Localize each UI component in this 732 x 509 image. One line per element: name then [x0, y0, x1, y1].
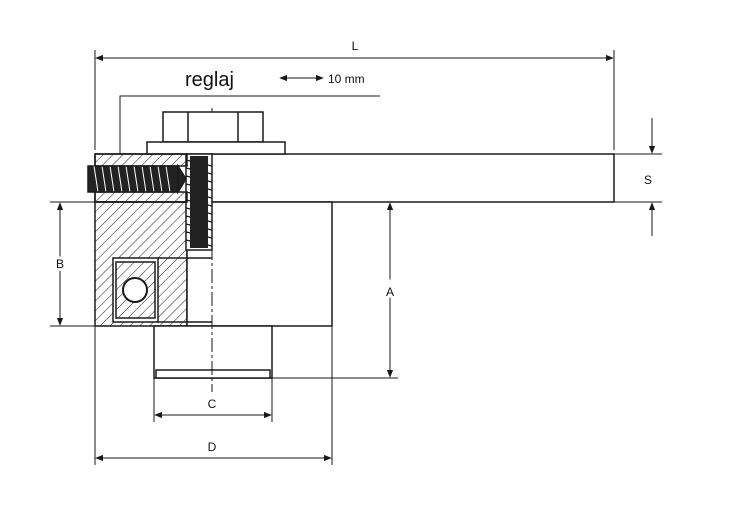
clamp-block-lower [94, 191, 188, 203]
clamp-block [94, 153, 188, 167]
adjust-leader [119, 95, 380, 154]
hex-nut [162, 111, 264, 143]
label-C: C [208, 397, 217, 411]
label-travel: 10 mm [328, 72, 365, 86]
washer [146, 141, 286, 155]
label-adjust: reglaj [185, 69, 234, 91]
label-D: D [208, 440, 217, 454]
adjusting-screw-thread [93, 165, 171, 193]
roller-chamfer [155, 369, 271, 379]
bolt-thread-core [190, 156, 208, 248]
adjusting-screw-tip [177, 163, 187, 195]
adjusting-screw [87, 165, 179, 193]
label-S: S [644, 173, 652, 187]
bearing-ball [122, 277, 148, 303]
label-L: L [352, 39, 359, 53]
label-A: A [386, 285, 394, 299]
label-B: B [56, 257, 64, 271]
